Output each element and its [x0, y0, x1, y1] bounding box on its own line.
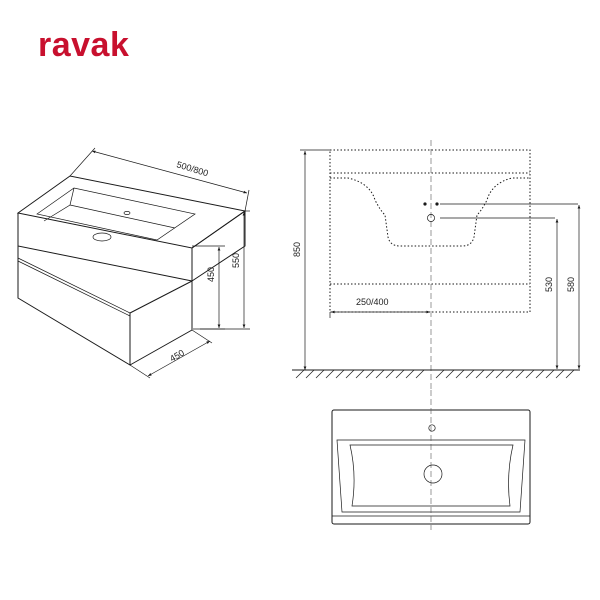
dim-total-height-label: 550 — [231, 253, 241, 268]
plan-tap-hole — [428, 424, 436, 432]
basin-plan-bowl — [349, 444, 514, 507]
basin-top-surface — [16, 175, 247, 249]
dim-mount-height-label: 850 — [292, 242, 302, 257]
dim-width-label: 500/800 — [175, 159, 209, 178]
plan-drain — [423, 464, 443, 484]
waste-outlet — [427, 214, 435, 222]
basin-inner-rim — [36, 187, 196, 241]
dim-cabinet-height-label: 450 — [206, 267, 216, 282]
front-elevation: 850 250/400 530 580 — [292, 140, 581, 390]
cabinet-outline-dotted — [329, 149, 531, 313]
dim-drain-height-b-label: 580 — [566, 277, 576, 292]
basin-plan-inner — [336, 439, 526, 513]
dim-depth-label: 450 — [168, 348, 186, 364]
drain-marker-upper — [423, 202, 427, 206]
isometric-view: 500/800 550 450 450 — [16, 147, 250, 379]
tap-hole — [123, 211, 131, 215]
plan-view — [331, 390, 531, 530]
drain-marker-lower — [435, 202, 439, 206]
dim-drain-height-a-label: 530 — [544, 277, 554, 292]
cabinet-front — [17, 246, 131, 366]
dim-drain-offset-label: 250/400 — [356, 297, 389, 307]
basin-drain — [92, 232, 112, 242]
brand-logo: ravak — [38, 26, 129, 64]
floor-hatch — [295, 369, 575, 379]
basin-front-face — [17, 213, 193, 282]
